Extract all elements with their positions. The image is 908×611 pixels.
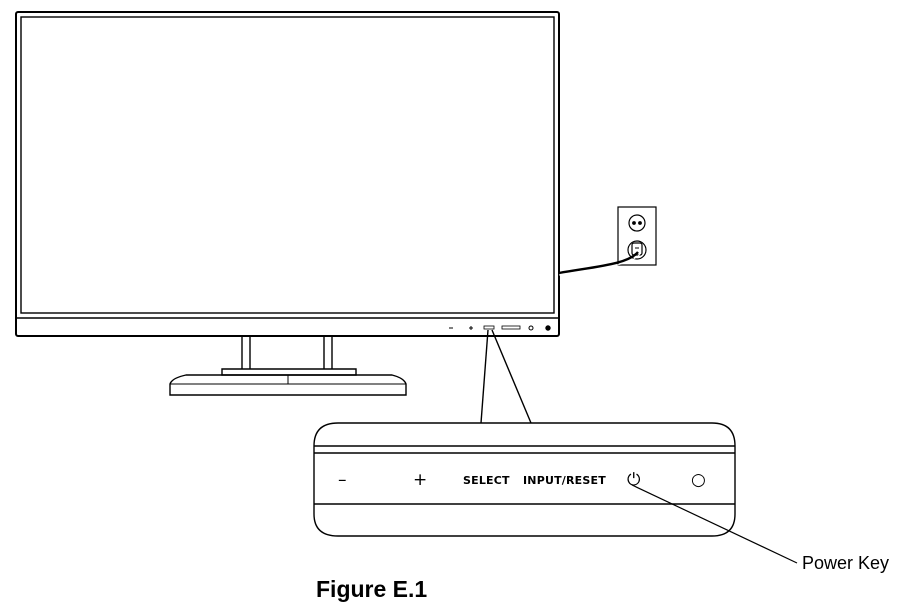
wall-socket [617, 206, 657, 266]
power-cable [558, 251, 639, 275]
minus-button[interactable]: – [338, 470, 347, 490]
monitor-screen [20, 16, 555, 314]
input-reset-button[interactable]: INPUT/RESET [523, 474, 606, 487]
power-key-label: Power Key [802, 553, 890, 573]
led-indicator-icon: ○ [691, 470, 706, 490]
monitor-frame [15, 11, 560, 337]
stand-hinge [221, 368, 357, 376]
power-icon[interactable]: ⏻ [627, 470, 641, 490]
plus-button[interactable]: + [413, 470, 428, 490]
bezel-led-icon [545, 325, 551, 331]
figure-caption: Figure E.1 [316, 576, 428, 602]
callout-line-left [480, 329, 489, 424]
stand-base [169, 374, 407, 396]
control-panel-outline [313, 422, 736, 537]
power-key-leader-line [631, 484, 798, 564]
callout-line-right [491, 329, 532, 424]
select-button[interactable]: SELECT [463, 474, 510, 487]
bezel-power-icon [528, 325, 534, 331]
